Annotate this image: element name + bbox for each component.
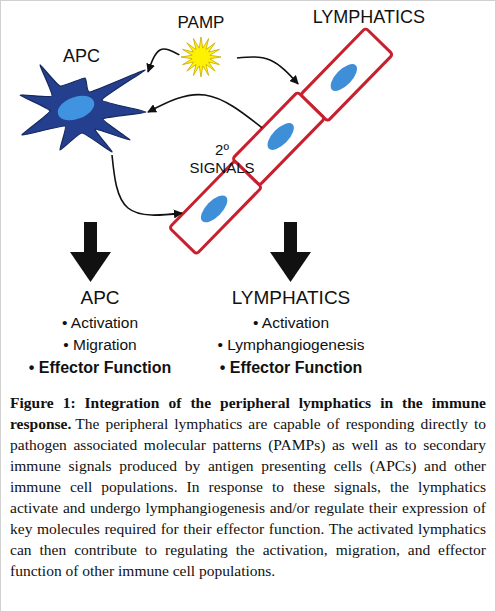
list-item: • Effector Function <box>220 358 362 377</box>
caption-body: The peripheral lymphatics are capable of… <box>10 415 486 579</box>
lymphatic-vessel: LYMPHATICS <box>180 5 425 245</box>
list-item: • Lymphangiogenesis <box>217 336 364 355</box>
list-heading: APC <box>80 287 119 310</box>
apc-cell: APC <box>18 45 148 155</box>
cell-body <box>20 65 146 152</box>
node-label: PAMP <box>165 14 237 33</box>
cell-nucleus <box>326 60 361 96</box>
list-heading: LYMPHATICS <box>232 287 351 310</box>
signal-arrow <box>237 57 298 84</box>
node-label: LYMPHATICS <box>313 8 425 28</box>
arrow-head <box>70 252 111 282</box>
list-item: • Migration <box>63 336 136 355</box>
pamp-star: PAMP <box>165 14 237 76</box>
node-label: APC <box>63 47 100 67</box>
down-arrow <box>270 222 311 282</box>
signal-label: 2º SIGNALS <box>187 141 257 177</box>
signal-arrow <box>148 49 179 72</box>
cell-nucleus <box>197 191 232 227</box>
cell-nucleus <box>54 91 97 125</box>
signal-arrow <box>148 95 262 128</box>
pamp-burst <box>181 37 221 77</box>
arrow-head <box>270 252 311 282</box>
list-item: • Activation <box>253 314 329 333</box>
arrow-shaft <box>284 222 297 254</box>
vessel-group <box>167 25 393 255</box>
signal-arrow <box>112 155 182 215</box>
down-arrow <box>70 222 111 282</box>
figure-caption: Figure 1: Integration of the peripheral … <box>10 392 486 581</box>
cell-nucleus <box>263 119 298 155</box>
list-item: • Activation <box>62 314 138 333</box>
arrow-shaft <box>84 222 97 254</box>
node-outline <box>180 5 425 245</box>
list-item: • Effector Function <box>29 358 171 377</box>
